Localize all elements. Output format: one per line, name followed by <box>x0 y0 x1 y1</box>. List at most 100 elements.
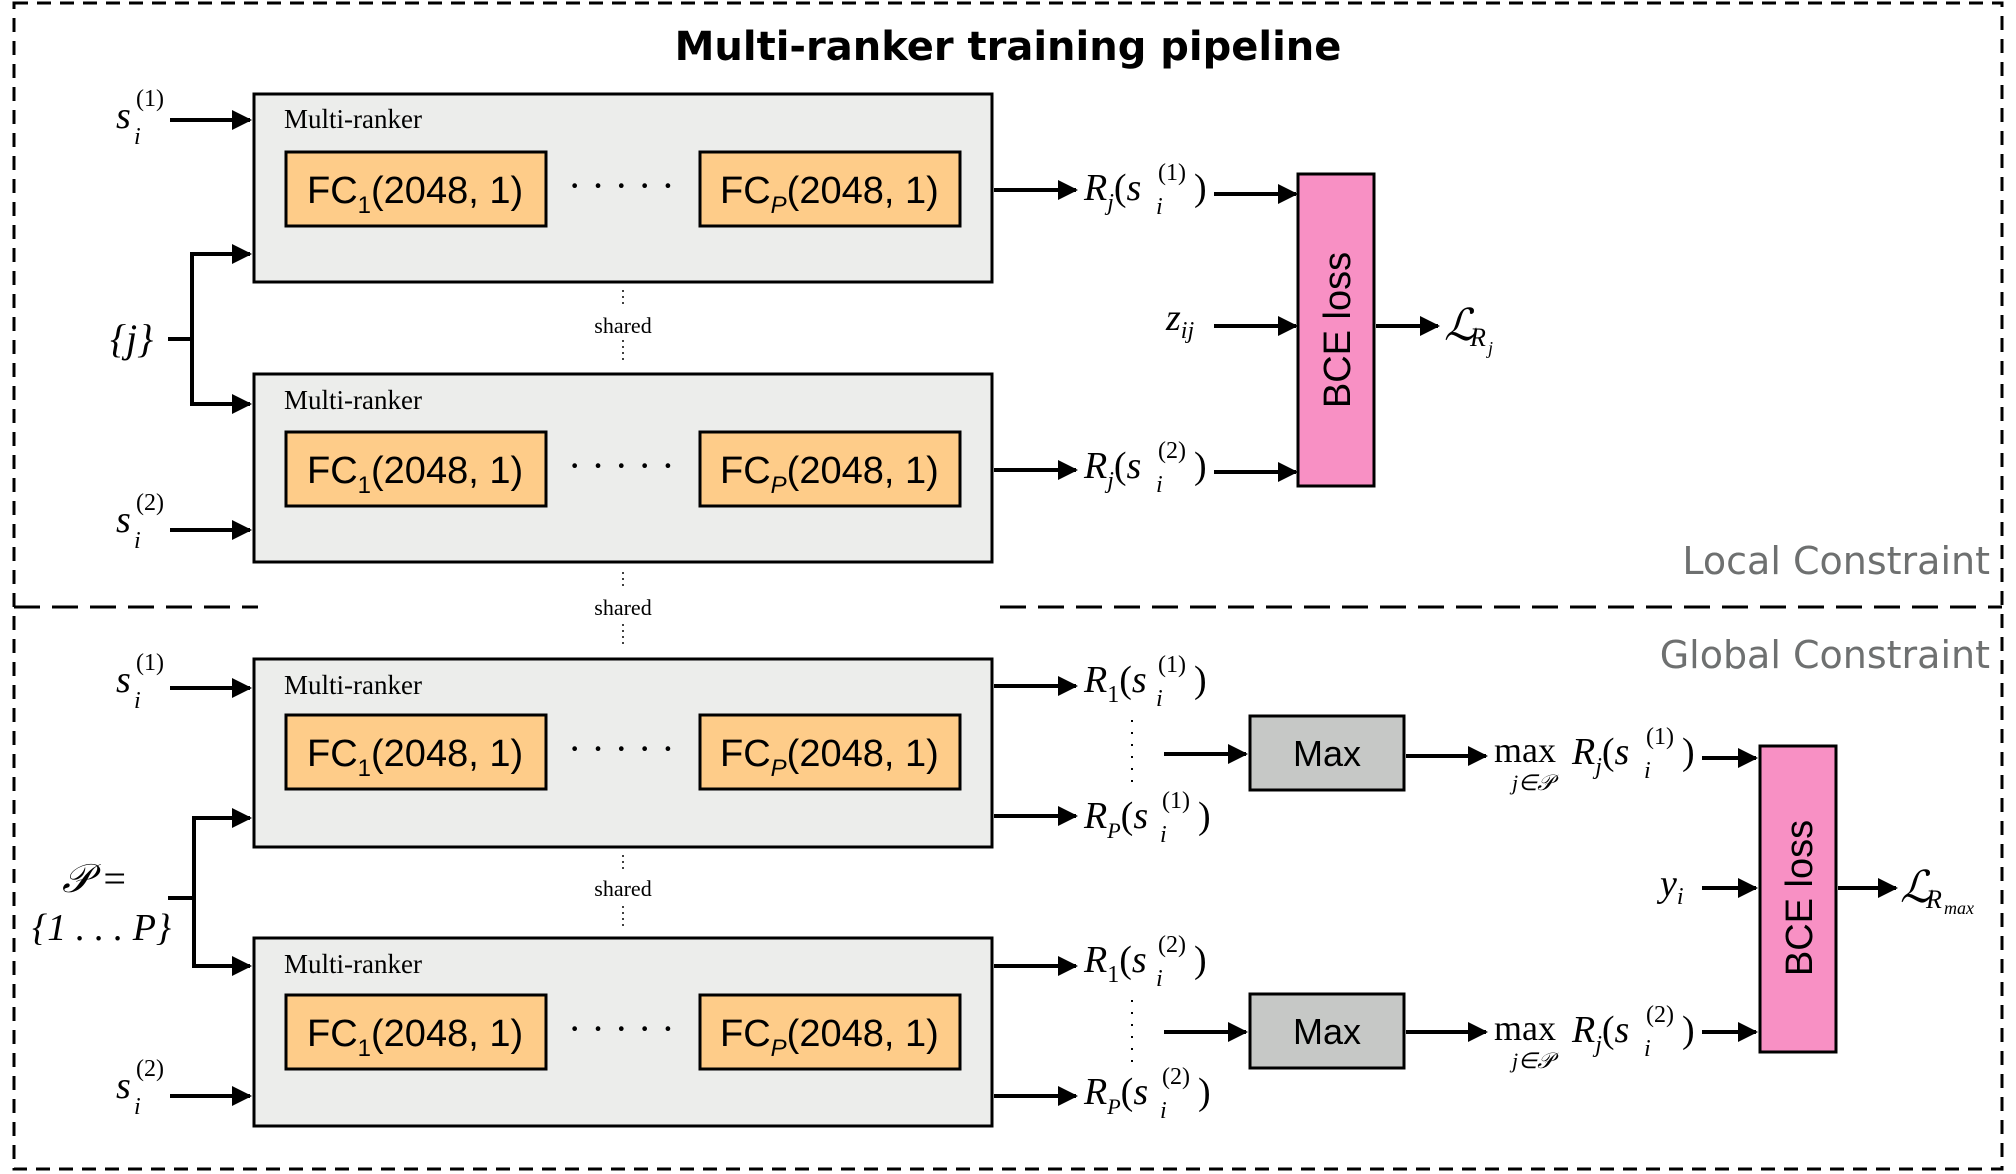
input-p-set: 𝒫 = {1 . . . P} <box>32 808 252 976</box>
svg-text:j∈𝒫: j∈𝒫 <box>1509 770 1559 795</box>
svg-text:FC1(2048, 1): FC1(2048, 1) <box>307 170 523 219</box>
svg-text:shared: shared <box>594 876 651 901</box>
svg-text:s: s <box>116 659 131 701</box>
svg-text:yi: yi <box>1656 863 1684 910</box>
svg-text:R1(s: R1(s <box>1083 659 1147 708</box>
svg-text:(2): (2) <box>1158 932 1186 958</box>
svg-text:R1(s: R1(s <box>1083 939 1147 988</box>
svg-text:FCP(2048, 1): FCP(2048, 1) <box>720 733 939 782</box>
shared-marker-1: shared <box>594 290 652 362</box>
bce-loss-global: BCE loss <box>1758 744 1898 1054</box>
svg-text:zij: zij <box>1165 297 1194 344</box>
svg-text:(1): (1) <box>1158 160 1186 186</box>
svg-text:Max: Max <box>1293 733 1361 774</box>
svg-text:(2): (2) <box>136 1056 164 1082</box>
svg-text:Multi-ranker: Multi-ranker <box>284 104 422 134</box>
svg-text:RP(s: RP(s <box>1083 795 1148 843</box>
svg-text:(2): (2) <box>1162 1064 1190 1090</box>
svg-text:Multi-ranker: Multi-ranker <box>284 385 422 415</box>
svg-text:BCE loss: BCE loss <box>1779 820 1821 976</box>
fc-block-p <box>698 430 962 508</box>
svg-text:Rj(s: Rj(s <box>1571 1009 1629 1058</box>
max-box-2: Max <box>1248 992 1406 1070</box>
svg-text:(1): (1) <box>136 86 164 112</box>
svg-text:i: i <box>1644 1036 1651 1062</box>
svg-text:{j}: {j} <box>110 316 153 361</box>
svg-text:(2): (2) <box>1158 438 1186 464</box>
fc-block-1 <box>284 150 548 228</box>
svg-text:(1): (1) <box>1162 788 1190 814</box>
loss-rj: ℒ R j <box>1444 301 1493 358</box>
shared-marker-2: shared <box>594 572 652 648</box>
svg-text:· · · · ·: · · · · · <box>568 443 675 488</box>
svg-text:Rj(s: Rj(s <box>1083 167 1141 216</box>
svg-text:shared: shared <box>594 313 651 338</box>
loss-rmax: ℒ R max <box>1900 863 1974 918</box>
bce-loss-local: BCE loss <box>1296 172 1440 488</box>
svg-text:): ) <box>1198 1071 1211 1113</box>
fc-block-1 <box>284 713 548 791</box>
multi-ranker-panel-local-2: Multi-ranker FC1(2048, 1) · · · · · FCP(… <box>252 372 994 564</box>
svg-text:Rj(s: Rj(s <box>1571 731 1629 780</box>
svg-text:i: i <box>1160 822 1167 848</box>
input-s1-global: s (1) i <box>116 650 252 714</box>
svg-text:FCP(2048, 1): FCP(2048, 1) <box>720 450 939 499</box>
svg-text:): ) <box>1194 167 1207 209</box>
svg-text:FCP(2048, 1): FCP(2048, 1) <box>720 1013 939 1062</box>
output-r1-s1: R1(s (1) i ) <box>994 652 1207 712</box>
svg-text:𝒫 =: 𝒫 = <box>62 856 128 901</box>
svg-text:i: i <box>1644 758 1651 784</box>
svg-text:): ) <box>1682 1009 1695 1051</box>
svg-text:): ) <box>1198 795 1211 837</box>
shared-marker-3: shared <box>594 855 652 928</box>
svg-text:BCE loss: BCE loss <box>1317 252 1359 408</box>
svg-text:i: i <box>1156 194 1163 220</box>
output-rp-s2: RP(s (2) i ) <box>994 1064 1211 1124</box>
svg-text:i: i <box>134 528 141 554</box>
svg-text:Max: Max <box>1293 1011 1361 1052</box>
svg-text:(1): (1) <box>136 650 164 676</box>
svg-text:): ) <box>1194 939 1207 981</box>
svg-text:max: max <box>1494 1008 1556 1048</box>
svg-text:i: i <box>134 688 141 714</box>
fc-block-p <box>698 713 962 791</box>
svg-text:shared: shared <box>594 595 651 620</box>
svg-text:RP(s: RP(s <box>1083 1071 1148 1119</box>
svg-text:s: s <box>116 499 131 541</box>
input-s1-local: s (1) i <box>116 86 252 150</box>
svg-text:{1 . . . P}: {1 . . . P} <box>32 907 171 949</box>
multi-ranker-panel-global-1: Multi-ranker FC1(2048, 1) · · · · · FCP(… <box>252 657 994 849</box>
input-j-set: {j} <box>110 244 252 414</box>
output-r1-s2: R1(s (2) i ) <box>994 932 1207 992</box>
svg-text:R: R <box>1925 885 1942 914</box>
svg-text:s: s <box>116 1065 131 1107</box>
multi-ranker-panel-local-1: Multi-ranker FC1(2048, 1) · · · · · FCP(… <box>252 92 994 284</box>
svg-text:): ) <box>1682 731 1695 773</box>
svg-text:Multi-ranker: Multi-ranker <box>284 670 422 700</box>
max-rj-s2: max j∈𝒫 Rj(s (2) i ) <box>1494 1002 1758 1073</box>
svg-text:FC1(2048, 1): FC1(2048, 1) <box>307 733 523 782</box>
max-box-1: Max <box>1248 714 1406 792</box>
svg-text:ℒ: ℒ <box>1444 301 1477 350</box>
svg-text:max: max <box>1944 898 1974 918</box>
svg-text:j: j <box>1486 338 1493 358</box>
svg-text:max: max <box>1494 730 1556 770</box>
svg-text:(2): (2) <box>1646 1002 1674 1028</box>
local-constraint-label: Local Constraint <box>1682 539 1990 583</box>
output-rj-s1: Rj(s (1) i ) <box>994 160 1298 220</box>
svg-text:): ) <box>1194 659 1207 701</box>
svg-text:): ) <box>1194 445 1207 487</box>
output-rp-s1: RP(s (1) i ) <box>994 788 1211 848</box>
svg-text:· · · · ·: · · · · · <box>568 163 675 208</box>
svg-text:s: s <box>116 95 131 137</box>
max-rj-s1: max j∈𝒫 Rj(s (1) i ) <box>1494 724 1758 795</box>
svg-text:j∈𝒫: j∈𝒫 <box>1509 1048 1559 1073</box>
fc-block-1 <box>284 993 548 1071</box>
svg-text:ℒ: ℒ <box>1900 863 1933 912</box>
multi-ranker-panel-global-2: Multi-ranker FC1(2048, 1) · · · · · FCP(… <box>252 936 994 1128</box>
svg-text:i: i <box>1156 966 1163 992</box>
input-z-ij: zij <box>1165 297 1298 344</box>
svg-text:(1): (1) <box>1646 724 1674 750</box>
svg-text:Rj(s: Rj(s <box>1083 445 1141 494</box>
svg-text:FC1(2048, 1): FC1(2048, 1) <box>307 1013 523 1062</box>
